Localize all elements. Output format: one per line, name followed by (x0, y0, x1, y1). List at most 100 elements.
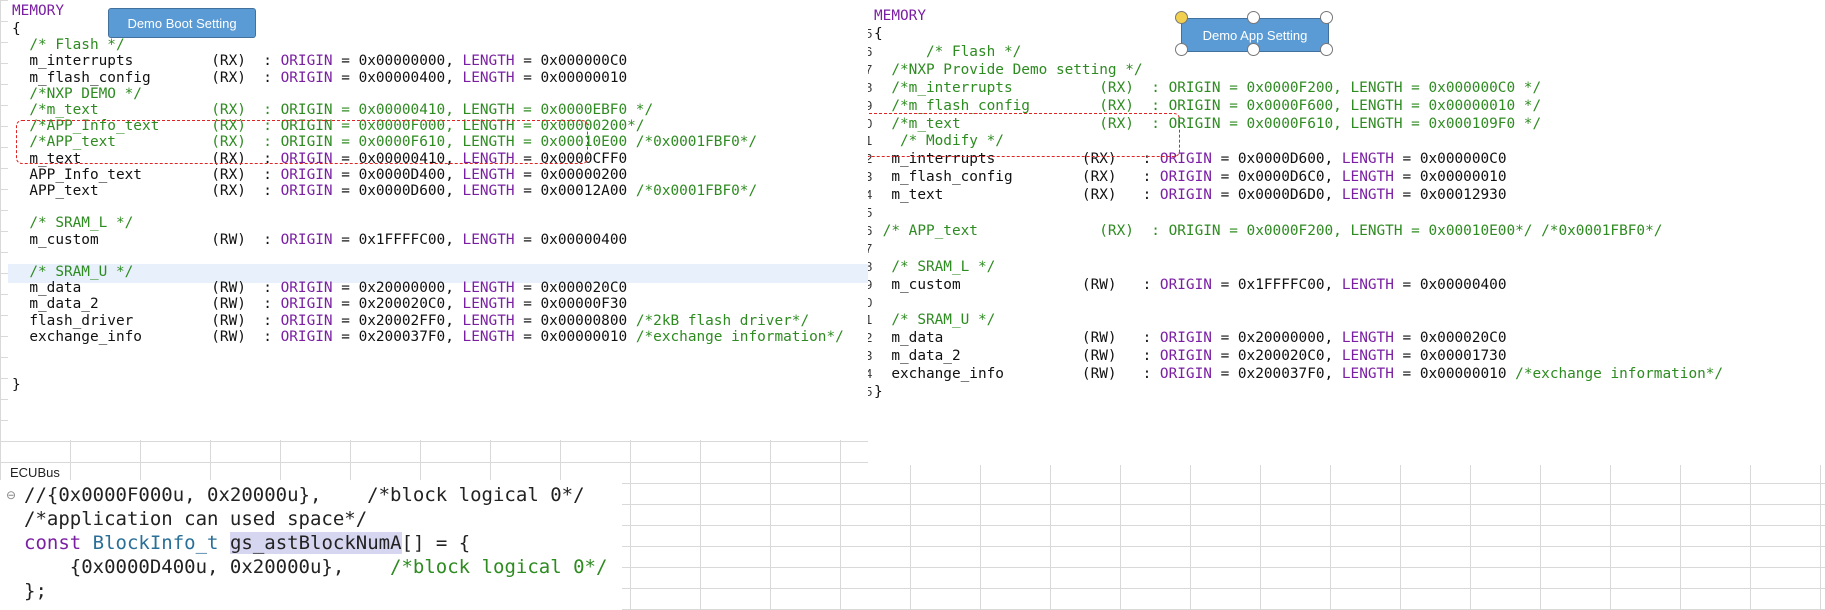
left-code-line: APP_text (RX) : ORIGIN = 0x0000D600, LEN… (12, 182, 757, 201)
origin-value: = 0x200020C0, (1211, 348, 1342, 365)
line-number: 4 (868, 366, 873, 382)
line-number: 8 (868, 258, 873, 274)
length-value: = 0x000000C0 (514, 53, 628, 70)
current-line-highlight (8, 264, 868, 283)
memory-region-name: m_interrupts (RX) : (12, 53, 281, 70)
line-number: 1 (868, 312, 873, 328)
origin-keyword: ORIGIN (280, 328, 333, 345)
origin-value: = 0x20000000, (1211, 330, 1342, 347)
left-code-line: APP_Info_text (RX) : ORIGIN = 0x0000D400… (12, 166, 627, 185)
length-value: = 0x00001730 (1393, 348, 1507, 365)
length-value: = 0x00012930 (1393, 187, 1507, 204)
origin-value: = 0x20002FF0, (332, 312, 463, 329)
demo-boot-setting-button[interactable]: Demo Boot Setting (108, 8, 256, 38)
origin-value: = 0x0000D6D0, (1211, 187, 1342, 204)
resize-handle-br[interactable] (1320, 43, 1333, 56)
resize-handle-tl[interactable] (1175, 11, 1188, 24)
line-number: 0 (868, 115, 873, 131)
right-code-line: m_text (RX) : ORIGIN = 0x0000D6D0, LENGT… (874, 186, 1507, 205)
block-entry: {0x0000D400u, 0x20000u}, (24, 556, 345, 578)
length-value: = 0x00000010 (514, 69, 628, 86)
right-code-line: /* SRAM_L */ (874, 258, 996, 275)
line-number: 6 (868, 222, 873, 238)
origin-value: = 0x00000410, (332, 150, 463, 167)
length-value: = 0x00000400 (1393, 276, 1507, 293)
memory-region-name: APP_text (RX) : (12, 183, 281, 199)
left-code-line: /*APP_text (RX) : ORIGIN = 0x0000F610, L… (12, 134, 758, 151)
array-init: [] = { (401, 532, 471, 554)
memory-region-name: m_data (RW) : (874, 330, 1160, 347)
length-keyword: LENGTH (462, 150, 515, 167)
type-name: BlockInfo_t (92, 532, 219, 554)
left-code-line: m_flash_config (RX) : ORIGIN = 0x0000040… (12, 69, 627, 88)
origin-keyword: ORIGIN (280, 166, 333, 183)
origin-keyword: ORIGIN (280, 150, 333, 167)
length-value: = 0x00000200 (514, 166, 628, 183)
line-number: 8 (868, 79, 873, 95)
memory-region-name: m_text (RX) : (874, 187, 1160, 204)
inline-comment: /*0x0001FBF0*/ (627, 183, 758, 199)
memory-region-name: m_flash_config (RX) : (12, 69, 281, 86)
right-code-line: m_flash_config (RX) : ORIGIN = 0x0000D6C… (874, 168, 1506, 187)
right-code-line: } (874, 384, 883, 400)
right-memory-header: MEMORY (874, 8, 926, 24)
code-line-4: {0x0000D400u, 0x20000u}, /*block logical… (24, 555, 608, 579)
length-keyword: LENGTH (1341, 169, 1394, 186)
resize-handle-bl[interactable] (1175, 43, 1188, 56)
left-code-line: m_data_2 (RW) : ORIGIN = 0x200020C0, LEN… (12, 295, 627, 314)
left-dashed-annotation (16, 120, 588, 164)
length-keyword: LENGTH (462, 312, 515, 329)
fold-marker-icon[interactable]: ⊖ (6, 488, 17, 502)
length-keyword: LENGTH (462, 231, 515, 248)
sheet-tab-label[interactable]: ECUBus (10, 465, 60, 480)
right-code-line: /* Flash */ (874, 43, 1022, 60)
right-code-line: m_data (RW) : ORIGIN = 0x20000000, LENGT… (874, 329, 1506, 348)
origin-keyword: ORIGIN (1159, 151, 1212, 168)
code-line-1: //{0x0000F000u, 0x20000u}, /*block logic… (24, 484, 585, 506)
origin-value: = 0x00000000, (332, 53, 463, 70)
line-number: 5 (868, 205, 873, 220)
origin-keyword: ORIGIN (1159, 330, 1212, 347)
origin-keyword: ORIGIN (280, 312, 333, 329)
length-keyword: LENGTH (462, 69, 515, 86)
length-keyword: LENGTH (1341, 330, 1394, 347)
right-code-line: /*m_text (RX) : ORIGIN = 0x0000F610, LEN… (874, 115, 1542, 132)
length-keyword: LENGTH (462, 280, 515, 297)
memory-region-name: exchange_info (RW) : (874, 366, 1160, 383)
memory-region-name: m_custom (RW) : (874, 276, 1160, 293)
resize-handle-tm[interactable] (1247, 11, 1260, 24)
origin-value: = 0x1FFFFC00, (332, 231, 463, 248)
origin-keyword: ORIGIN (1159, 187, 1212, 204)
inline-comment: /*exchange information*/ (1506, 366, 1724, 383)
right-code-line: m_data_2 (RW) : ORIGIN = 0x200020C0, LEN… (874, 347, 1507, 366)
resize-handle-tr[interactable] (1320, 11, 1333, 24)
bottom-code-snippet: ⊖ //{0x0000F000u, 0x20000u}, /*block log… (0, 480, 622, 610)
line-number: 9 (868, 97, 873, 113)
memory-region-name: m_data_2 (RW) : (12, 296, 281, 313)
length-keyword: LENGTH (1341, 366, 1394, 383)
origin-value: = 0x200020C0, (332, 296, 463, 313)
length-value: = 0x000000C0 (1393, 151, 1507, 168)
resize-handle-bm[interactable] (1247, 43, 1260, 56)
length-keyword: LENGTH (1341, 151, 1394, 168)
left-code-line: /*m_text (RX) : ORIGIN = 0x00000410, LEN… (12, 102, 654, 118)
line-number: 9 (868, 276, 873, 292)
memory-region-name: m_custom (RW) : (12, 231, 281, 248)
origin-value: = 0x200037F0, (1211, 366, 1342, 383)
left-code-line: /* SRAM_U */ (12, 264, 134, 280)
inline-comment: /*2kB flash driver*/ (627, 312, 810, 329)
line-number: 2 (868, 330, 873, 346)
line-number: 5 (868, 384, 873, 399)
code-line-2: /*application can used space*/ (24, 508, 368, 530)
origin-keyword: ORIGIN (280, 296, 333, 313)
memory-region-name: m_flash_config (RX) : (874, 169, 1160, 186)
right-code-line: /*m_flash_config (RX) : ORIGIN = 0x0000F… (874, 97, 1542, 114)
length-keyword: LENGTH (462, 166, 515, 183)
line-number: 7 (868, 61, 873, 77)
memory-region-name: m_text (RX) : (12, 150, 281, 167)
origin-keyword: ORIGIN (1159, 366, 1212, 383)
length-keyword: LENGTH (462, 328, 515, 345)
left-code-line: } (12, 377, 21, 394)
right-code-line: exchange_info (RW) : ORIGIN = 0x200037F0… (874, 365, 1723, 384)
length-keyword: LENGTH (1341, 276, 1394, 293)
